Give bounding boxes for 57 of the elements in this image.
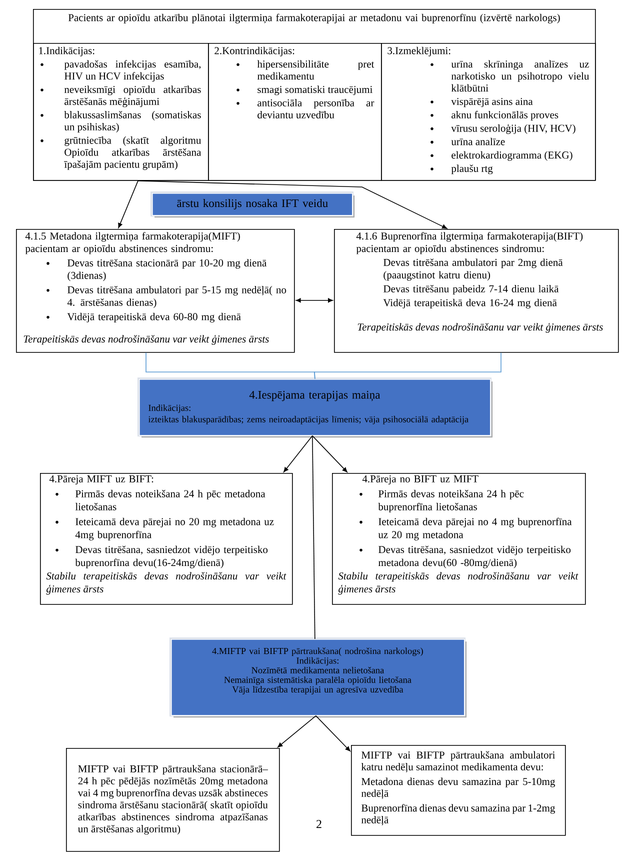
paragraph-text: Metadona dienas devu samazina par 5-10mg nedēļā [361, 778, 555, 799]
list-item: grūtniecība (skatīt algoritmu Opioīdu atkarības ārstēšana īpašajām pacientu grupām) [64, 136, 202, 170]
indications-text: izteiktas blakusparādības; zems neiroadaptācijas līmenis; vāja psihosociālā adaptācija [148, 416, 468, 424]
list-item: vīrusu seroloģija (HIV, HCV) [451, 124, 576, 134]
connector-line [312, 435, 316, 640]
list-item: Pirmās devas noteikšana 24 h pēc buprenorfīna lietošanas [378, 490, 524, 512]
list-item: blakussaslimšanas (somatiskas un psihiskas) [64, 111, 201, 133]
note-text: Stabilu terapeitiskās devas nodrošināšanu var veikt ģimenes ārsts [46, 572, 286, 595]
indications-label: Indikācijas: [296, 657, 338, 666]
table-header: Pacients ar opioīdu atkarību plānotai ilgtermiņa farmakoterapijai ar metadonu vai buprenorfīnu (izvērtē narkologs) [68, 14, 560, 24]
panel-title: 4.Iespējama terapijas maiņa [249, 390, 380, 402]
list-item: Devas titrēšana stacionārā par 10-20 mg dienā (3dienas) [68, 259, 266, 282]
indications-label: Indikācijas: [148, 404, 190, 413]
arrow [138, 180, 448, 229]
list-item: Ieteicamā deva pārejai no 20 mg metadona uz 4mg buprenorfīna [75, 518, 274, 540]
list-item: Pirmās devas noteikšana 24 h pēc metadona lietošanas [75, 490, 266, 510]
arrow [278, 715, 316, 748]
decision-banner: ārstu konsilijs nosaka IFT veidu [150, 192, 354, 218]
list-item: Vidējā terapeitiskā deva 16-24 mg dienā [383, 298, 557, 308]
indications-text: Nozīmētā medikamenta nelietošana [252, 666, 384, 674]
box-heading: 4.Pāreja MIFT uz BIFT: [49, 475, 154, 485]
box-heading: 4.1.6 Buprenorfīna ilgtermiņa farmakoterapija(BIFT) pacientam ar opioīdu abstinences sindromu: [356, 232, 583, 254]
text-box: MIFTP vai BIFTP pārtraukšana stacionārā– 24 h pēc pēdējās nozīmētās 20mg metadona vai 4 mg buprenorfīna devas uzsāk abstineces sindroma ārstēšanu stacionārā( skatīt opioīdu atkarības abstinences sindroma atpazīšanas un ārstēšanas algoritmu) [66, 748, 280, 852]
paragraph-text: Buprenorfīna dienas devu samazina par 1-2mg nedēļā [361, 804, 555, 826]
column-heading: 1.Indikācijas: [39, 46, 94, 56]
list-item: plaušu rtg [451, 164, 493, 174]
list-item: Devas titrēšanu pabeidz 7-14 dienu laikā [384, 284, 559, 294]
indications-text: Nemainīga sistemātiska paralēla opioīdu lietošana [224, 676, 412, 685]
column-heading: 3.Izmeklējumi: [388, 46, 450, 56]
list-item: Devas titrēšana ambulatori par 2mg dienā (paaugstinot katru dienu) [384, 258, 563, 281]
list-item: Ieteicamā deva pārejai no 4 mg buprenorfīna uz 20 mg metadona [378, 518, 572, 540]
connector-line [314, 352, 502, 380]
indications-text: Vāja līdzestība terapijai un agresīva uzvedība [232, 686, 404, 694]
column-heading: 2.Kontrindikācijas: [214, 46, 294, 56]
note-text: Terapeitiskās devas nodrošināšanu var veikt ģimenes ārsts [24, 334, 269, 345]
list-item: Devas titrēšana, sasniedzot vidējo terpeitisko buprenorfīna devu(16-24mg/dienā) [75, 546, 268, 568]
box-heading: 4.1.5 Metadona ilgtermiņa farmakoterapija(MIFT) pacientam ar opioīdu abstinences sindromu: [25, 232, 240, 254]
arrow [284, 435, 313, 472]
paragraph-text: MIFTP vai BIFTP pārtraukšana ambulatori katru nedēļu samazinot medikamenta devu: [361, 751, 555, 772]
list-item: smagi somatiski traucējumi [258, 86, 372, 96]
list-item: urīna analīze [451, 138, 505, 146]
list-item: Devas titrēšana ambulatori par 5-15 mg nedēļā( no 4. ārstēšanas dienas) [67, 286, 286, 308]
arrow [118, 180, 138, 228]
panel-title: 4.MIFTP vai BIFTP pārtraukšana( nodrošina narkologs) [212, 648, 423, 656]
arrow [316, 715, 350, 752]
box-heading: 4.Pāreja no BIFT uz MIFT [362, 475, 478, 485]
list-item: antisociāla personība ar deviantu uzvedību [258, 99, 374, 118]
arrow [312, 435, 348, 472]
note-text: Terapeitiskās devas nodrošināšanu var veikt ģimenes ārsts [358, 322, 603, 333]
list-item: Devas titrēšana, sasniedzot vidējo terpeitisko metadona devu(60 -80mg/dienā) [378, 546, 571, 568]
double-arrow [296, 298, 333, 303]
list-item: elektrokardiogramma (EKG) [452, 151, 572, 161]
note-text: Stabilu terapeitiskās devas nodrošināšanu var veikt ģimenes ārsts [338, 572, 578, 595]
list-item: vispārējā asins aina [451, 98, 533, 108]
list-item: aknu funkcionālās proves [452, 110, 558, 121]
list-item: Vidējā terapeitiskā deva 60-80 mg dienā [67, 312, 241, 322]
page-number: 2 [316, 820, 322, 828]
